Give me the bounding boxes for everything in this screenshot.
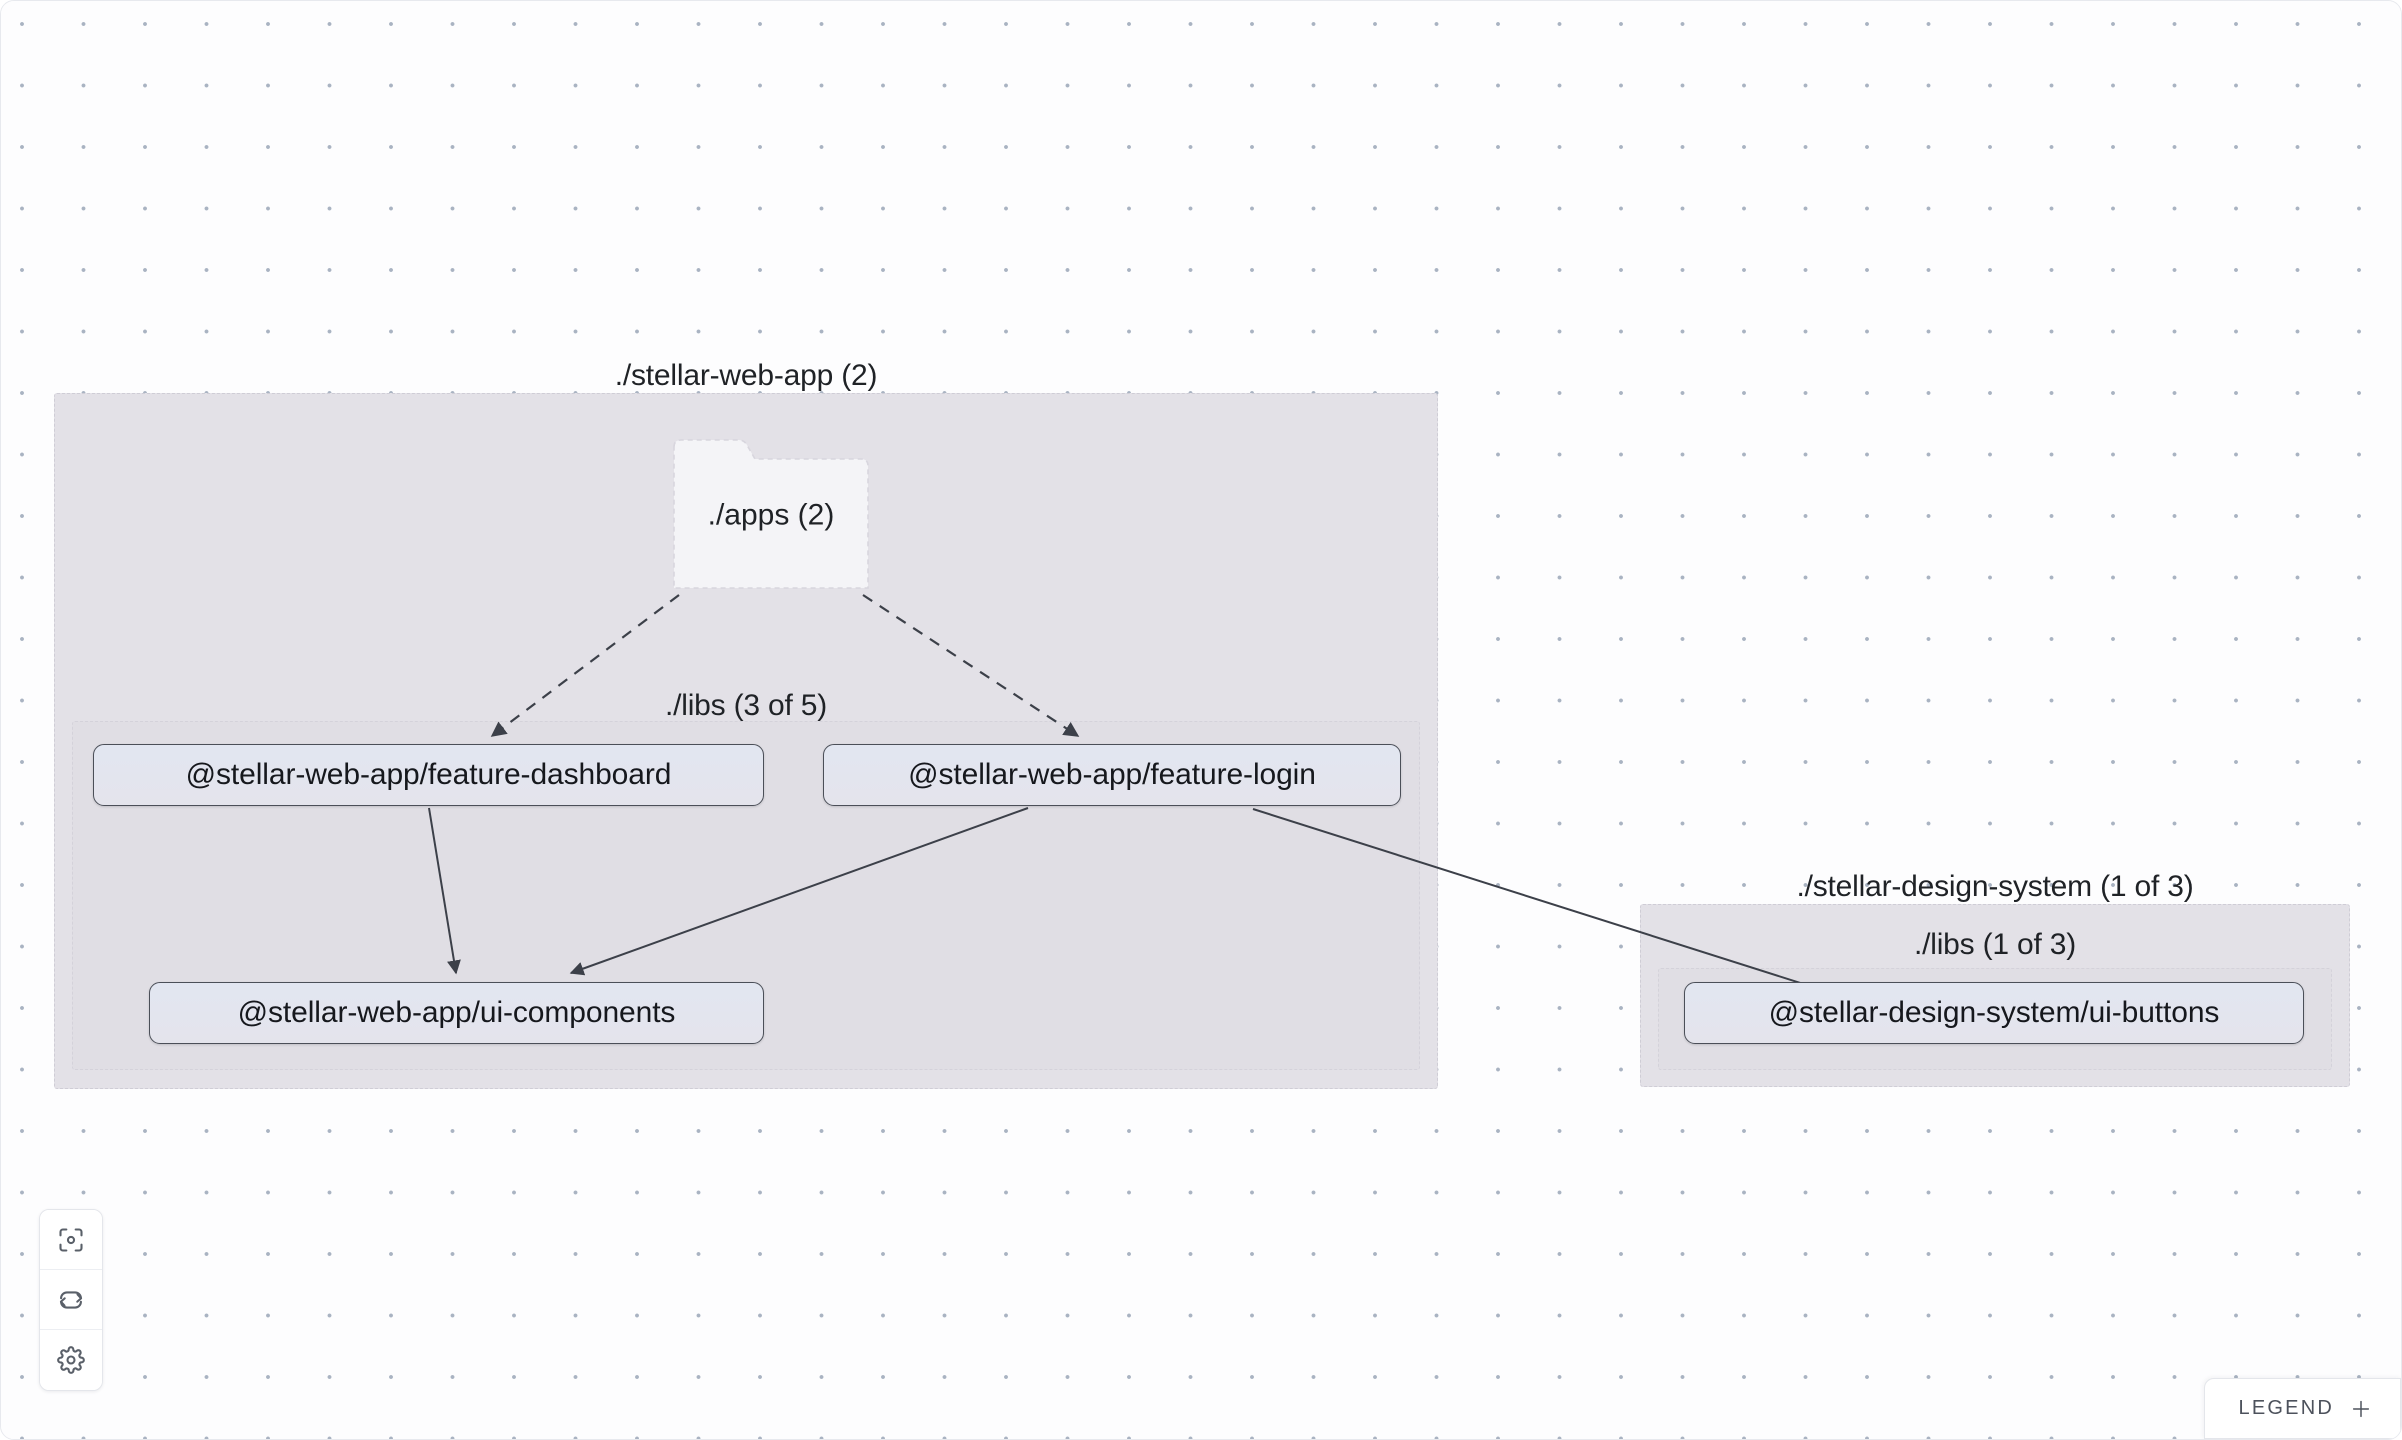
lib-node-feature-dashboard[interactable]: @stellar-web-app/feature-dashboard bbox=[93, 744, 764, 806]
graph-controls-toolbar[interactable] bbox=[39, 1209, 103, 1391]
lib-node-label: @stellar-web-app/ui-components bbox=[237, 996, 676, 1029]
lib-node-label: @stellar-web-app/feature-dashboard bbox=[185, 758, 672, 791]
folder-node-apps[interactable]: ./apps (2) bbox=[671, 437, 871, 591]
lib-node-ui-buttons[interactable]: @stellar-design-system/ui-buttons bbox=[1684, 982, 2304, 1044]
focus-graph-button[interactable] bbox=[40, 1210, 102, 1270]
subgroup-title-stellar-design-system-libs: ./libs (1 of 3) bbox=[1913, 928, 2077, 961]
lib-node-label: @stellar-design-system/ui-buttons bbox=[1768, 996, 2220, 1029]
refresh-graph-button[interactable] bbox=[40, 1270, 102, 1330]
focus-target-icon bbox=[59, 1227, 83, 1252]
subgroup-stellar-design-system-libs[interactable] bbox=[1658, 968, 2332, 1070]
lib-node-label: @stellar-web-app/feature-login bbox=[908, 758, 1316, 791]
lib-node-ui-components[interactable]: @stellar-web-app/ui-components bbox=[149, 982, 764, 1044]
refresh-loop-icon bbox=[59, 1290, 83, 1309]
group-title-stellar-web-app: ./stellar-web-app (2) bbox=[614, 359, 878, 392]
subgroup-title-stellar-web-app-libs: ./libs (3 of 5) bbox=[664, 689, 828, 722]
legend-label: LEGEND bbox=[2238, 1397, 2334, 1419]
graph-settings-button[interactable] bbox=[40, 1330, 102, 1390]
gear-icon bbox=[57, 1346, 85, 1374]
folder-icon bbox=[673, 439, 869, 589]
group-title-stellar-design-system: ./stellar-design-system (1 of 3) bbox=[1796, 870, 2194, 903]
legend-panel[interactable]: LEGEND bbox=[2203, 1378, 2401, 1439]
plus-icon[interactable] bbox=[2350, 1398, 2372, 1420]
lib-node-feature-login[interactable]: @stellar-web-app/feature-login bbox=[823, 744, 1401, 806]
